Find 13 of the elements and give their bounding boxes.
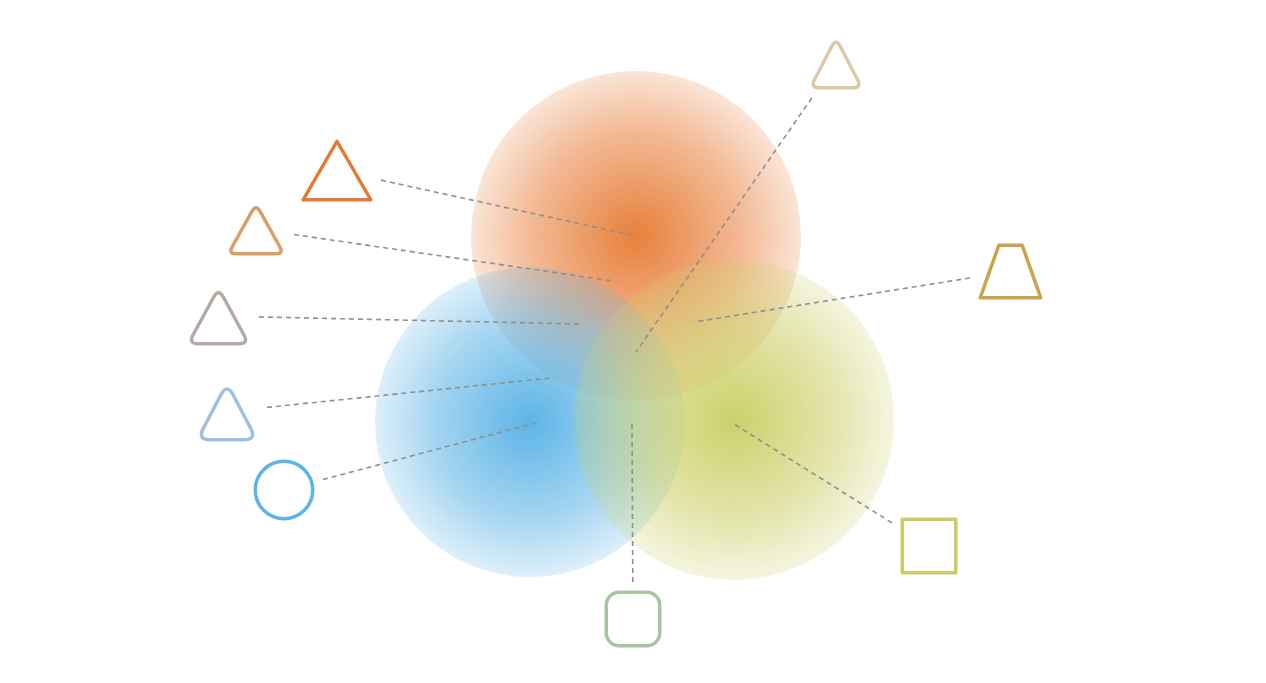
square-shape (604, 590, 662, 648)
square-shape (900, 517, 958, 575)
leader-line (266, 377, 552, 409)
leader-line (733, 423, 893, 524)
circle-shape (253, 459, 315, 521)
leader-line (293, 233, 614, 282)
leader-line (635, 97, 813, 353)
leader-line (258, 316, 581, 325)
trapezoid-shape (978, 243, 1043, 300)
leader-line (322, 422, 536, 481)
triangle-shape (301, 139, 373, 202)
leader-line (631, 421, 634, 583)
leader-line (693, 277, 971, 323)
